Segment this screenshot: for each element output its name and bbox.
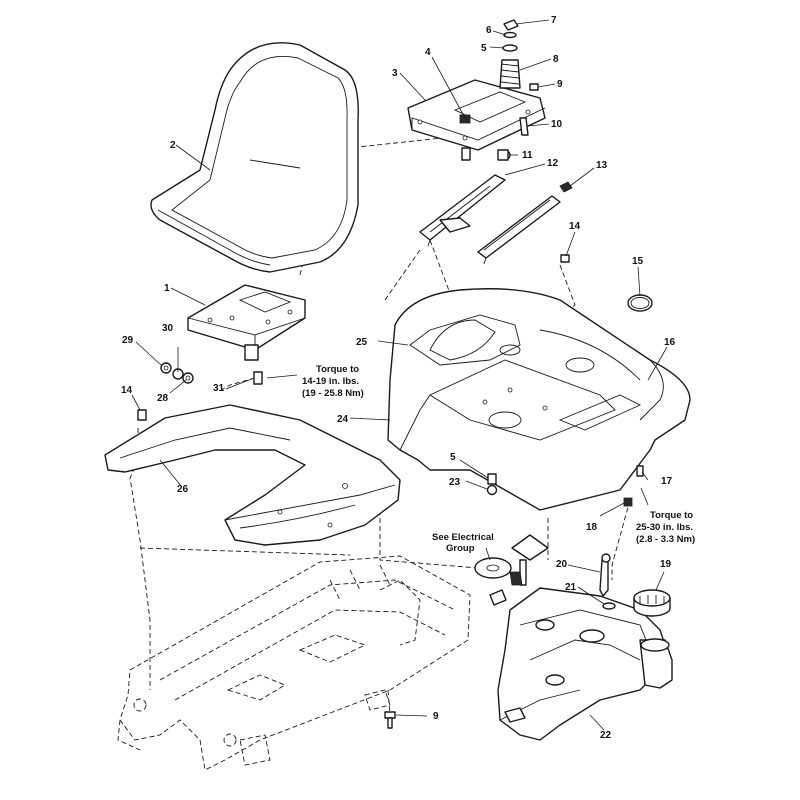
callout-30: 30	[162, 323, 174, 334]
fuel-cap-part	[633, 589, 671, 617]
callout-28: 28	[157, 393, 169, 404]
callout-22: 22	[600, 730, 612, 741]
callout-10: 10	[551, 119, 563, 130]
torque-seat-line-3: (19 - 25.8 Nm)	[302, 388, 364, 399]
torque-fender-line-3: (2.8 - 3.3 Nm)	[636, 534, 695, 545]
callout-25: 25	[356, 337, 368, 348]
torque-note-fender: Torque to 25-30 in. lbs. (2.8 - 3.3 Nm)	[636, 510, 695, 545]
torque-fender-line-1: Torque to	[650, 510, 693, 521]
callout-31: 31	[213, 383, 225, 394]
torque-seat-line-1: Torque to	[316, 364, 359, 375]
callout-5-top: 5	[481, 43, 487, 54]
callout-11: 11	[522, 150, 533, 161]
fuel-tank-part	[497, 587, 673, 741]
torque-note-seat: Torque to 14-19 in. lbs. (19 - 25.8 Nm)	[302, 364, 364, 399]
o-ring-part	[627, 294, 653, 312]
seat-mount-plate-part	[407, 79, 546, 161]
callout-15: 15	[632, 256, 644, 267]
seat-rails-part	[419, 174, 561, 265]
fender-body-part	[387, 288, 691, 511]
callout-21: 21	[565, 582, 577, 593]
torque-seat-line-2: 14-19 in. lbs.	[302, 376, 359, 387]
callout-17: 17	[661, 476, 673, 487]
electrical-note-line-1: See Electrical	[432, 532, 494, 543]
callout-14-left: 14	[121, 385, 133, 396]
callout-14-right: 14	[569, 221, 581, 232]
callout-23: 23	[449, 477, 461, 488]
clip-part	[559, 181, 573, 193]
callout-12: 12	[547, 158, 559, 169]
chassis-frame-part	[117, 555, 471, 771]
seat-bracket-part	[187, 284, 306, 361]
electrical-parts-part	[474, 534, 549, 606]
callout-5-bottom: 5	[450, 452, 456, 463]
callout-labels: 2 1 3 4 5 6 7 8 9 10 11 12 13 14 15 16 2…	[121, 15, 676, 741]
callout-16: 16	[664, 337, 676, 348]
fuel-line-part	[599, 553, 616, 610]
seat-part	[150, 42, 359, 273]
callout-29: 29	[122, 335, 134, 346]
electrical-note-line-2: Group	[446, 543, 475, 554]
bottom-bolt-part	[384, 711, 396, 729]
callout-1: 1	[164, 283, 170, 294]
leader-lines	[131, 19, 668, 731]
callout-26: 26	[177, 484, 189, 495]
fender-hardware-part	[486, 465, 644, 507]
callout-4: 4	[425, 47, 431, 58]
bolts-part	[497, 83, 539, 161]
callout-8: 8	[553, 54, 559, 65]
electrical-group-note: See Electrical Group	[432, 532, 494, 554]
spring-assembly-part	[499, 19, 521, 89]
callout-6: 6	[486, 25, 492, 36]
callout-13: 13	[596, 160, 608, 171]
callout-9-top: 9	[557, 79, 563, 90]
callout-9-bottom: 9	[433, 711, 439, 722]
callout-24: 24	[337, 414, 349, 425]
callout-3: 3	[392, 68, 398, 79]
footrest-panel-part	[104, 404, 401, 546]
callout-2: 2	[170, 140, 176, 151]
callout-20: 20	[556, 559, 568, 570]
callout-7: 7	[551, 15, 557, 26]
callout-18: 18	[586, 522, 598, 533]
callout-19: 19	[660, 559, 672, 570]
torque-fender-line-2: 25-30 in. lbs.	[636, 522, 693, 533]
